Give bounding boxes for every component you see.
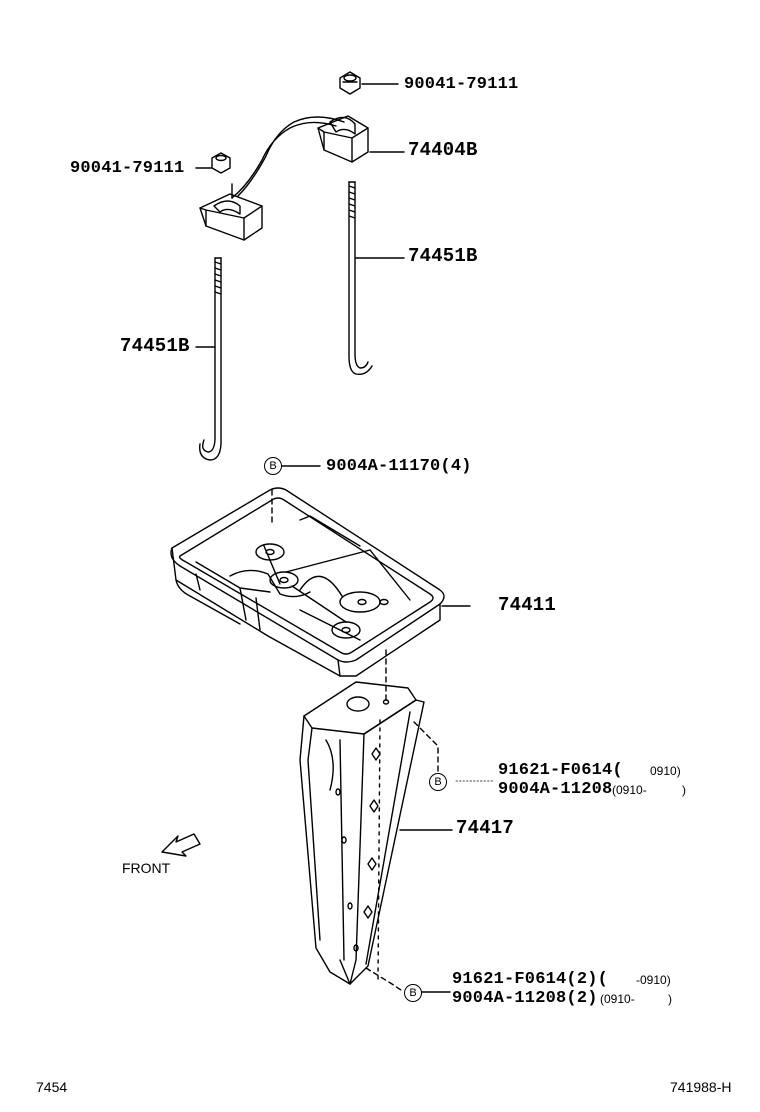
dashed-link-rivet-bot xyxy=(365,967,405,993)
label-rivet-mid-1-range: 0910) xyxy=(650,764,681,778)
front-label: FRONT xyxy=(122,860,171,876)
label-nut-left: 90041-79111 xyxy=(70,159,185,178)
label-rivet-mid-2-close: ) xyxy=(682,783,686,797)
b-marker-rivet-bot: B xyxy=(404,984,422,1002)
label-rivet-mid-2: 9004A-11208 xyxy=(498,780,613,799)
b-marker-rivet-mid: B xyxy=(429,773,447,791)
rod-right-icon xyxy=(348,181,373,376)
label-rivet-bot-2: 9004A-11208(2) xyxy=(452,989,598,1008)
label-rivet-bot-2-close: ) xyxy=(668,992,672,1006)
footer-left: 7454 xyxy=(36,1079,68,1095)
battery-tray-icon xyxy=(170,487,445,677)
label-rivet-bot-2-range: (0910- xyxy=(600,992,635,1006)
dashed-link-rivet-mid xyxy=(413,721,439,773)
b-marker-tray-bolt: B xyxy=(264,457,282,475)
label-tray: 74411 xyxy=(498,594,557,616)
tray-bracket-icon xyxy=(299,681,425,985)
label-rod-right: 74451B xyxy=(408,245,478,267)
label-rod-left: 74451B xyxy=(120,335,190,357)
front-arrow-icon xyxy=(161,833,201,857)
label-rivet-mid-1: 91621-F0614( xyxy=(498,761,623,780)
rod-left-icon xyxy=(199,257,222,461)
label-bracket: 74417 xyxy=(456,817,515,839)
label-rivet-bot-1: 91621-F0614(2)( xyxy=(452,970,609,989)
label-rivet-bot-1-range: -0910) xyxy=(636,973,671,987)
label-rivet-mid-2-range: (0910- xyxy=(612,783,647,797)
footer-right: 741988-H xyxy=(670,1079,732,1095)
label-clamp: 74404B xyxy=(408,139,478,161)
clamp-icon xyxy=(199,115,369,241)
nut-left-icon xyxy=(211,152,231,174)
nut-top-icon xyxy=(339,71,361,95)
label-bolt-tray: 9004A-11170(4) xyxy=(326,457,472,476)
label-nut-top: 90041-79111 xyxy=(404,75,519,94)
